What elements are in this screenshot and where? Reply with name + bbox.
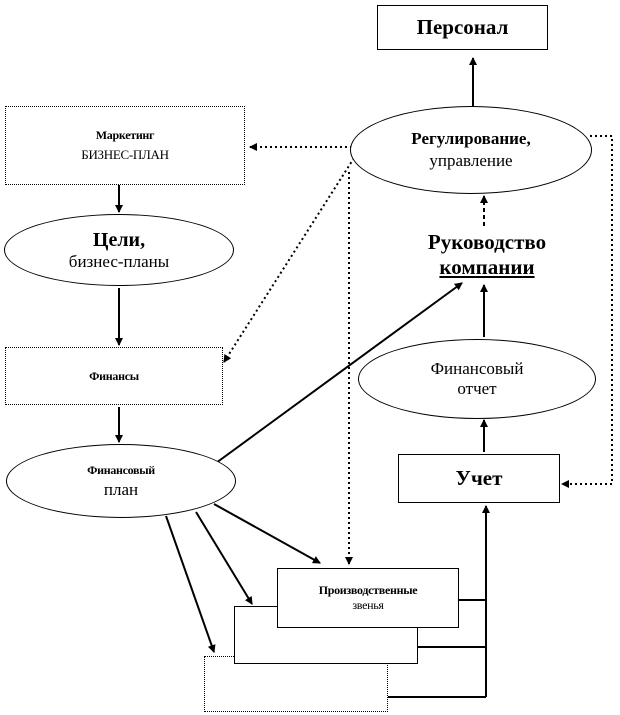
production-box-front: Производственные звенья — [277, 568, 459, 628]
goals-oval: Цели, бизнес-планы — [4, 214, 234, 286]
financial-plan-label: Финансовый — [87, 462, 155, 477]
arrow-regulation-to-finance — [223, 157, 355, 363]
plan-label: план — [103, 479, 139, 499]
regulation-oval: Регулирование, управление — [350, 106, 592, 194]
goals-label: Цели, — [92, 228, 146, 251]
personnel-label: Персонал — [416, 15, 509, 39]
leadership-label-block: Руководство компании — [392, 230, 582, 280]
leadership-label: Руководство — [427, 230, 547, 254]
business-plan-label: БИЗНЕС-ПЛАН — [81, 147, 169, 162]
financial-report-oval: Финансовый отчет — [358, 339, 596, 419]
financial-plan-oval: Финансовый план — [6, 444, 236, 518]
personnel-box: Персонал — [377, 5, 548, 50]
arrow-finplan-to-production-2 — [195, 511, 253, 605]
marketing-box: Маркетинг БИЗНЕС-ПЛАН — [5, 106, 245, 185]
report-label: отчет — [457, 379, 497, 398]
business-plans-label: бизнес-планы — [68, 251, 170, 271]
finance-box: Финансы — [5, 347, 223, 405]
finance-label: Финансы — [89, 368, 139, 383]
management-label: управление — [429, 151, 513, 170]
arrow-finplan-to-leadership — [215, 282, 463, 464]
production-box-back — [204, 656, 388, 712]
company-label: компании — [439, 255, 535, 279]
arrow-finplan-to-production-3 — [165, 515, 216, 653]
accounting-label: Учет — [455, 466, 503, 490]
arrow-finplan-to-production-1 — [213, 503, 321, 564]
financial-report-label: Финансовый — [430, 359, 524, 378]
arrow-regulation-to-accounting — [561, 135, 613, 488]
accounting-box: Учет — [398, 454, 560, 503]
production-label: Производственные — [318, 583, 418, 597]
marketing-label: Маркетинг — [95, 128, 155, 142]
links-label: звенья — [352, 598, 384, 612]
regulation-label: Регулирование, — [411, 129, 531, 148]
